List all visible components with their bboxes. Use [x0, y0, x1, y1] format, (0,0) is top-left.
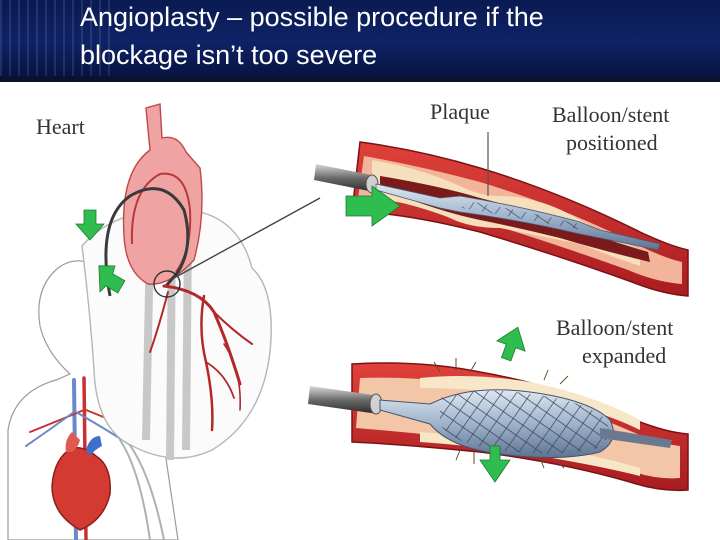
expanded-label-line-2: expanded	[582, 343, 666, 368]
title-banner: Angioplasty – possible procedure if the …	[0, 0, 720, 76]
large-heart-illustration	[76, 104, 271, 460]
artery-positioned	[314, 132, 688, 296]
expanded-label-line-1: Balloon/stent	[556, 315, 673, 340]
slide-title: Angioplasty – possible procedure if the …	[80, 0, 700, 74]
positioned-label-line-1: Balloon/stent	[552, 102, 669, 127]
heart-label: Heart	[36, 114, 85, 139]
slide-title-line-1: Angioplasty – possible procedure if the	[80, 0, 700, 36]
angioplasty-diagram: Heart	[0, 82, 720, 540]
slide-title-line-2: blockage isn’t too severe	[80, 36, 700, 74]
plaque-label: Plaque	[430, 99, 490, 124]
positioned-label-line-2: positioned	[566, 130, 658, 155]
